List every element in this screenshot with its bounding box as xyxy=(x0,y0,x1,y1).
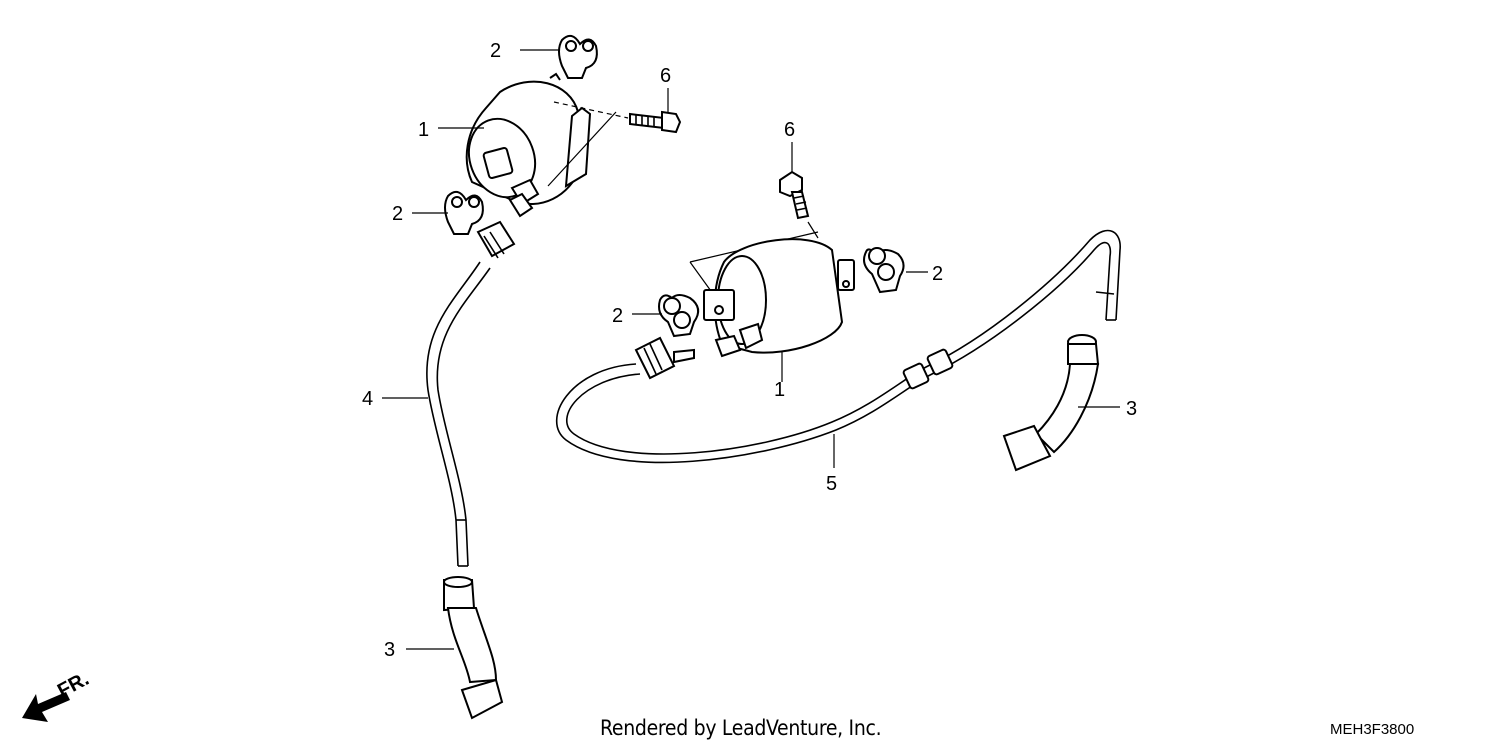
callout-mid-clip-right[interactable]: 2 xyxy=(932,263,943,285)
callout-top-clip-upper[interactable]: 2 xyxy=(490,40,501,62)
callout-cap-right[interactable]: 3 xyxy=(1126,398,1137,420)
callout-wire-right[interactable]: 5 xyxy=(826,473,837,495)
bolt-middle[interactable] xyxy=(779,170,810,220)
ht-wire-left[interactable] xyxy=(426,261,491,567)
clip-middle-right[interactable] xyxy=(863,247,905,294)
diagram-code: MEH3F3800 xyxy=(1330,721,1415,738)
callout-mid-bolt[interactable]: 6 xyxy=(784,119,795,141)
plug-cap-left[interactable] xyxy=(443,576,504,720)
footer-credit: Rendered by LeadVenture, Inc. xyxy=(600,716,882,740)
callout-top-clip-lower[interactable]: 2 xyxy=(392,203,403,225)
plug-cap-right[interactable] xyxy=(1002,334,1100,472)
coil-terminal-middle xyxy=(634,334,742,380)
callout-cap-left[interactable]: 3 xyxy=(384,639,395,661)
lower-clip-top[interactable] xyxy=(444,190,484,235)
callout-mid-coil[interactable]: 1 xyxy=(774,379,785,401)
front-direction-arrow: FR. xyxy=(22,668,93,722)
coil-terminal-top xyxy=(476,192,534,259)
callout-wire-left[interactable]: 4 xyxy=(362,388,373,410)
clip-middle-left[interactable] xyxy=(658,294,700,338)
callout-mid-clip-left[interactable]: 2 xyxy=(612,305,623,327)
upper-clip-top[interactable] xyxy=(558,34,598,79)
ignition-coil-middle[interactable] xyxy=(689,231,855,354)
ht-wire-right[interactable] xyxy=(555,229,1121,464)
bolt-top[interactable] xyxy=(629,110,682,134)
callout-top-coil[interactable]: 1 xyxy=(418,119,429,141)
callout-top-bolt[interactable]: 6 xyxy=(660,65,671,87)
ignition-coil-top[interactable] xyxy=(458,72,592,207)
